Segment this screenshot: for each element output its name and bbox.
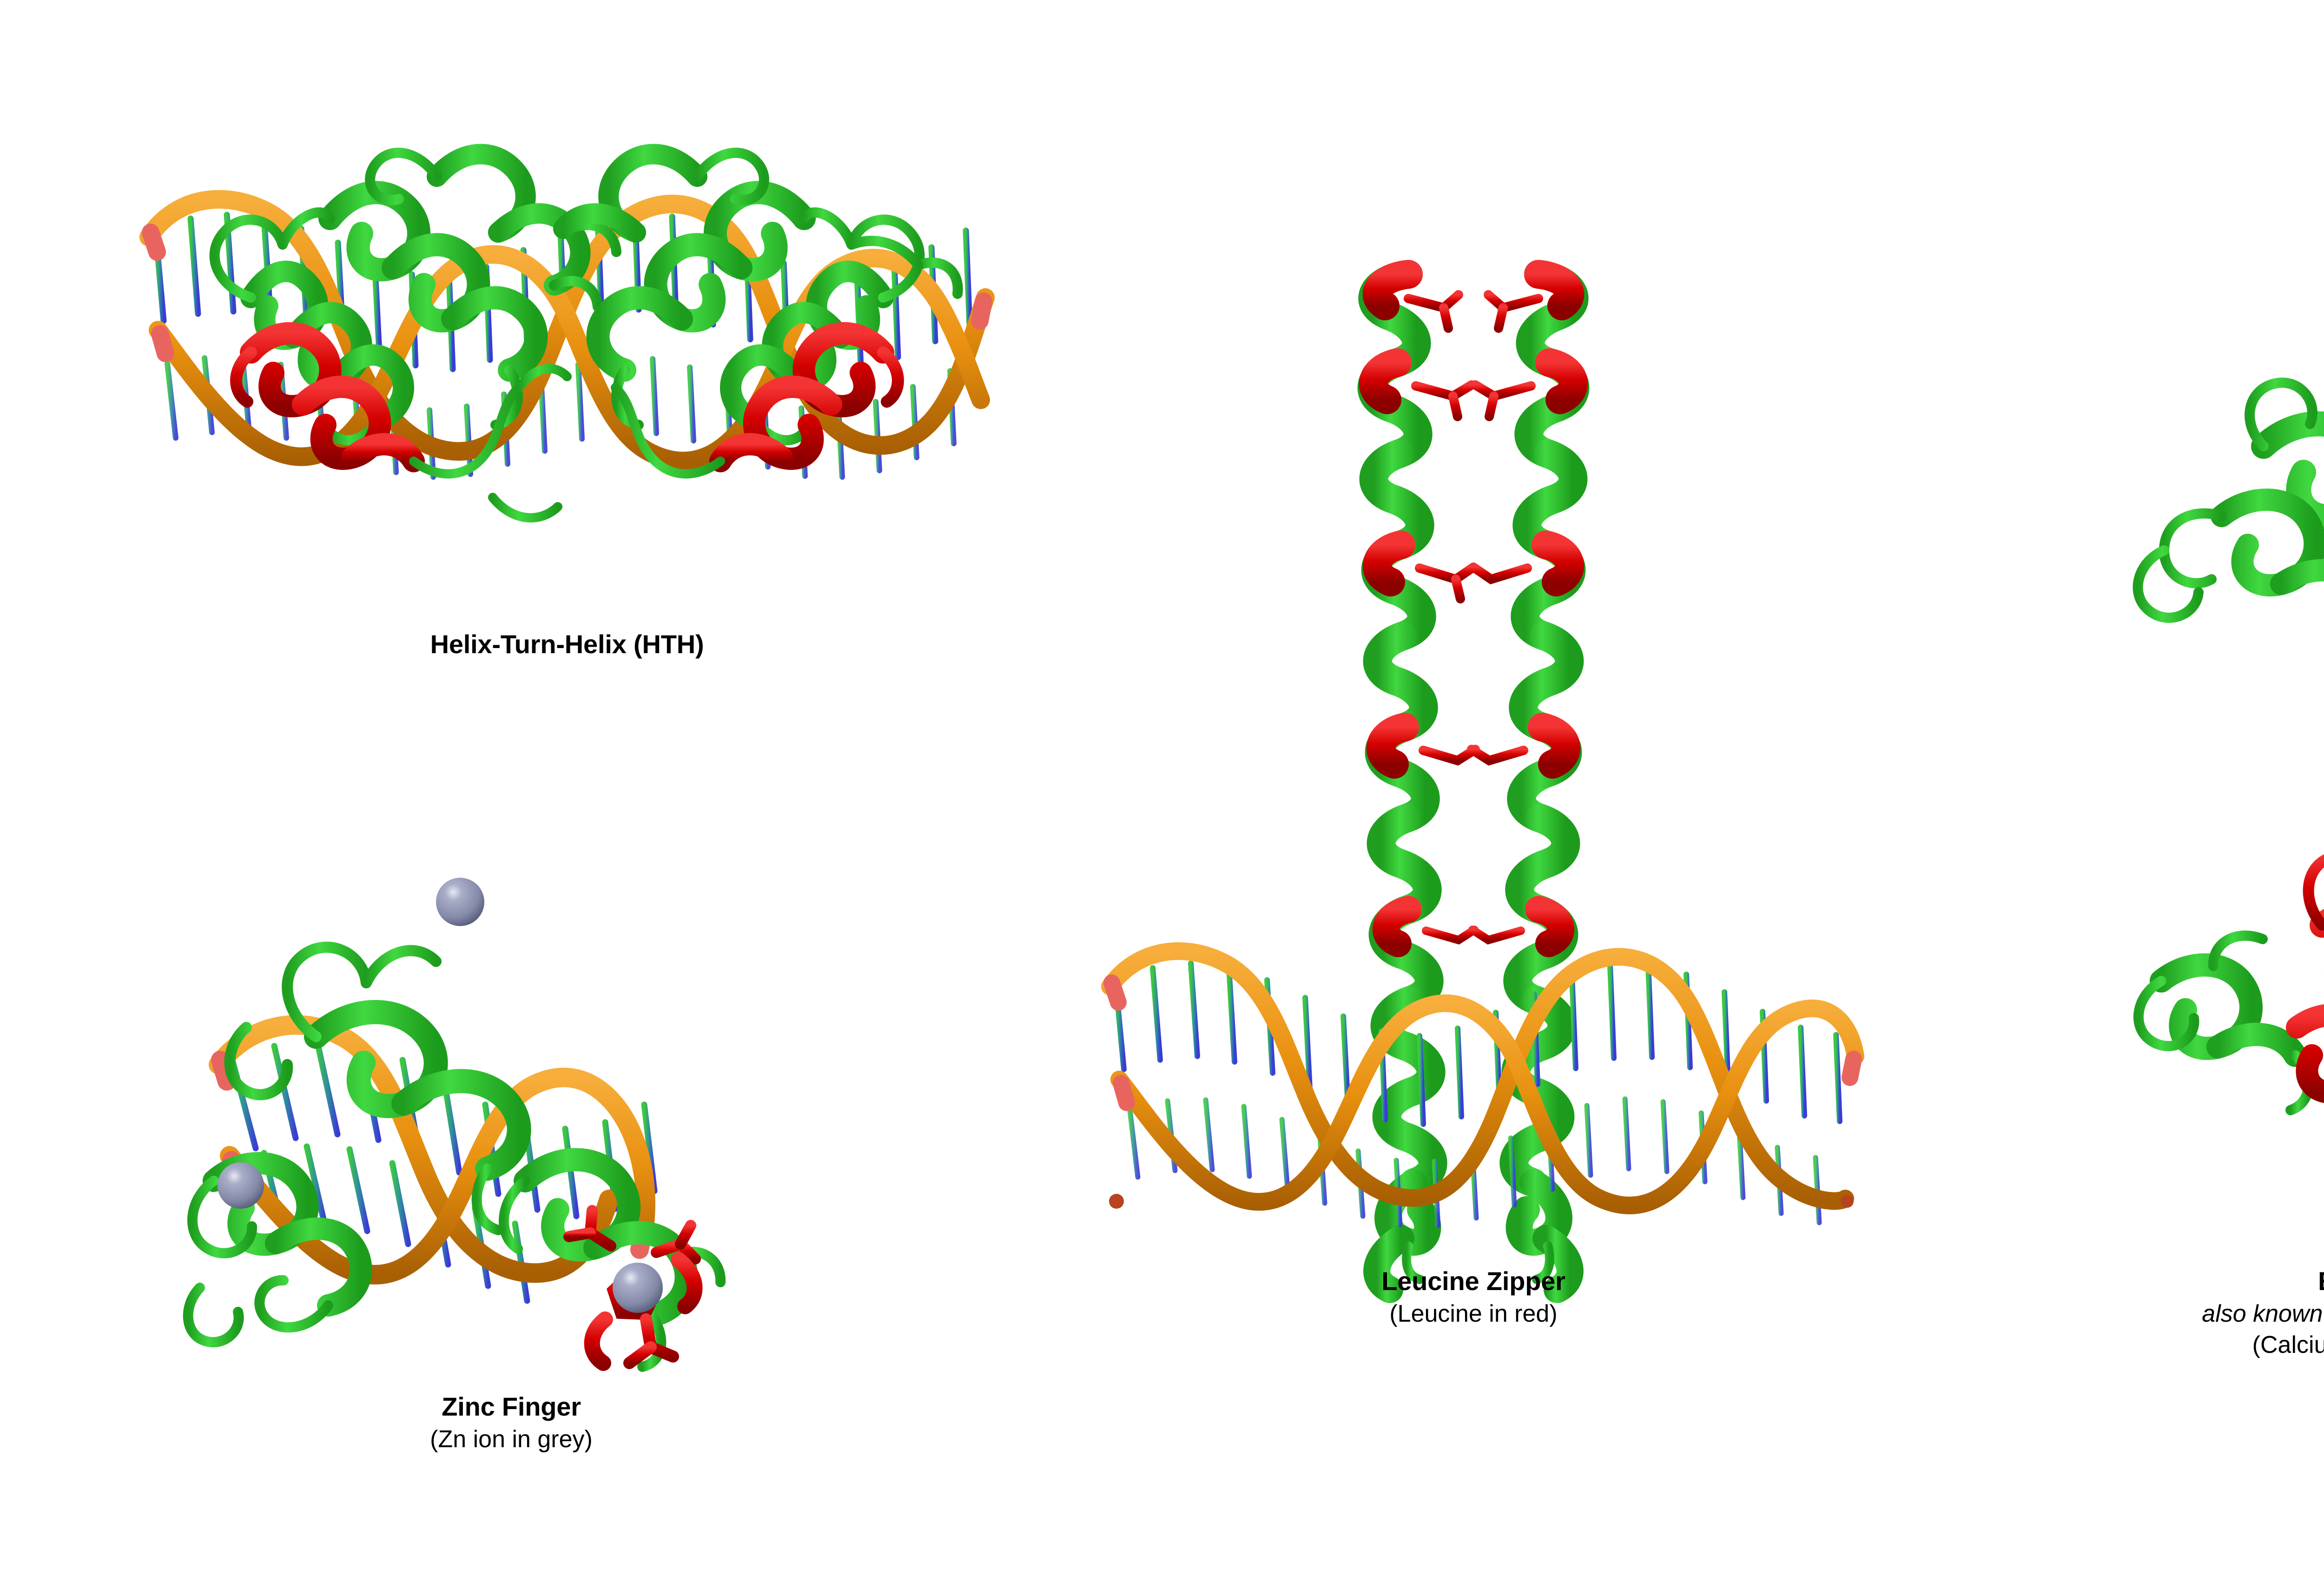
ef-hand-structure-render (2133, 377, 2324, 1115)
leucine-residues (1359, 260, 1588, 957)
caption-subtitle: (Leucine in red) (1389, 1300, 1558, 1327)
panel-zinc-finger: Zinc Finger (Zn ion in grey) (116, 828, 906, 1502)
leucine-zipper-structure-render (1101, 260, 1864, 1303)
dna-chain-end-caps (1103, 974, 1862, 1111)
dna-terminal-atom (1109, 1194, 1124, 1209)
dna-strand-b (220, 1067, 655, 1284)
caption-title: Helix-Turn-Helix (HTH) (430, 629, 704, 659)
caption-subtitle-alias: also known as Helix-Loop-Helix (2202, 1300, 2324, 1327)
panel-helix-turn-helix: Helix-Turn-Helix (HTH) (112, 79, 1023, 683)
c-terminal-lobe-green (2133, 930, 2314, 1115)
zinc-ion-sphere (613, 1263, 663, 1313)
recognition-helix-left (230, 322, 425, 472)
ef-hand-red-helices (2286, 854, 2324, 1103)
panel-ef-hand: EF Hand also known as Helix-Loop-Helix (… (2068, 353, 2324, 1376)
protein-c-terminal-loops (1402, 1241, 1554, 1284)
caption-ef-hand: EF Hand also known as Helix-Loop-Helix (… (2068, 1264, 2324, 1361)
zinc-finger-structure-render (183, 878, 726, 1372)
dna-chain-end-caps (142, 224, 992, 362)
hth-structure-render (139, 144, 995, 523)
caption-title: Zinc Finger (442, 1392, 581, 1421)
caption-zinc-finger: Zinc Finger (Zn ion in grey) (116, 1390, 906, 1455)
caption-leucine-zipper: Leucine Zipper (Leucine in red) (1083, 1264, 1864, 1330)
dna-duplex (1101, 942, 1864, 1228)
caption-helix-turn-helix: Helix-Turn-Helix (HTH) (112, 628, 1023, 662)
zinc-ion-sphere (436, 878, 484, 926)
caption-subtitle: (Zn ion in grey) (430, 1425, 593, 1453)
caption-subtitle-ion: (Calcium ion in green) (2252, 1331, 2324, 1359)
protein-dna-contact-loops (409, 364, 725, 523)
n-terminal-lobe (2133, 377, 2324, 623)
panel-leucine-zipper: Leucine Zipper (Leucine in red) (1083, 246, 1864, 1371)
recognition-helix-right (709, 322, 904, 472)
zinc-ions (218, 878, 663, 1313)
zinc-ion-sphere (218, 1162, 264, 1209)
dna-strand-b (1110, 994, 1864, 1214)
caption-title: Leucine Zipper (1381, 1266, 1565, 1296)
caption-title: EF Hand (2068, 1264, 2324, 1298)
protein-green-cartoon (183, 941, 726, 1372)
dna-terminal-atom (1841, 1195, 1854, 1208)
